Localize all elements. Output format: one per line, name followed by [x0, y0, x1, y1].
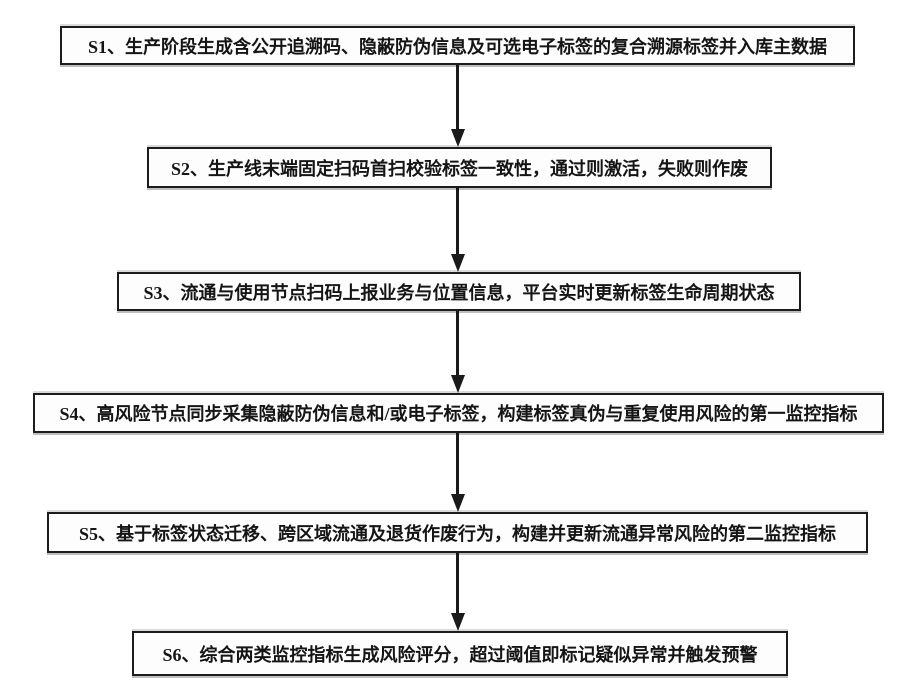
flow-step-s4: S4、高风险节点同步采集隐蔽防伪信息和/或电子标签，构建标签真伪与重复使用风险的…: [33, 393, 884, 433]
flow-step-s3: S3、流通与使用节点扫码上报业务与位置信息，平台实时更新标签生命周期状态: [117, 272, 801, 311]
arrowhead-icon: [450, 375, 465, 393]
arrow-shaft: [456, 188, 459, 254]
arrow-shaft: [456, 553, 459, 613]
down-arrow-icon: [449, 65, 466, 147]
arrowhead-icon: [450, 129, 465, 147]
arrowhead-icon: [450, 254, 465, 272]
arrowhead-icon: [450, 613, 465, 631]
arrow-shaft: [456, 311, 459, 375]
arrow-shaft: [456, 433, 459, 494]
flow-step-s1: S1、生产阶段生成含公开追溯码、隐蔽防伪信息及可选电子标签的复合溯源标签并入库主…: [60, 26, 855, 65]
down-arrow-icon: [449, 553, 466, 631]
down-arrow-icon: [449, 311, 466, 393]
arrowhead-icon: [450, 494, 465, 512]
flow-step-s5: S5、基于标签状态迁移、跨区域流通及退货作废行为，构建并更新流通异常风险的第二监…: [47, 512, 868, 553]
down-arrow-icon: [449, 433, 466, 512]
down-arrow-icon: [449, 188, 466, 272]
flow-step-s6: S6、综合两类监控指标生成风险评分，超过阈值即标记疑似异常并触发预警: [132, 631, 788, 676]
flow-step-s2: S2、生产线末端固定扫码首扫校验标签一致性，通过则激活，失败则作废: [147, 147, 772, 188]
arrow-shaft: [456, 65, 459, 129]
